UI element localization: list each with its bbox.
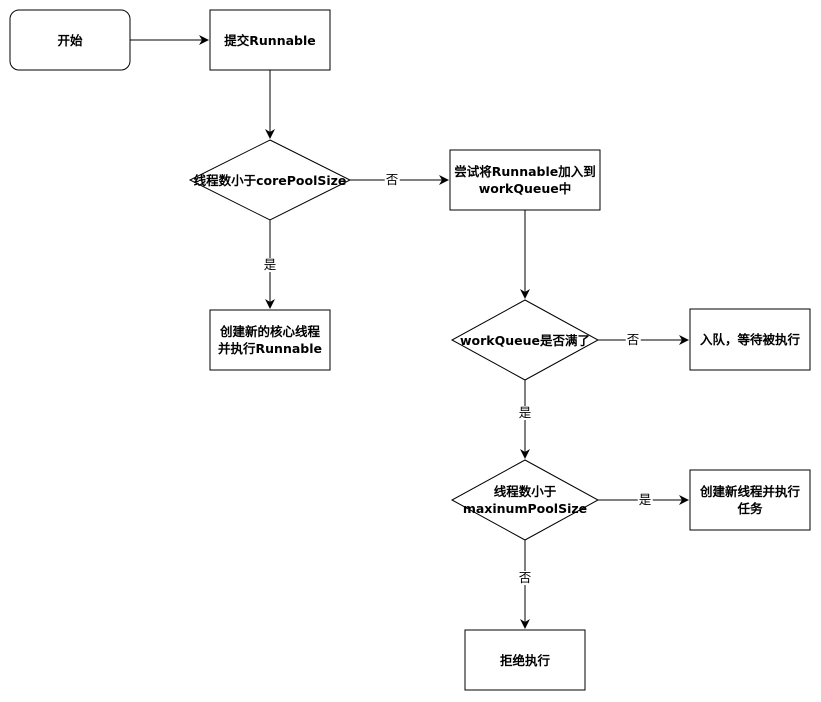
wait-node: 入队，等待被执行 bbox=[699, 332, 800, 347]
edge-label-full-no: 否 bbox=[625, 332, 641, 347]
submit-node-shape bbox=[209, 9, 331, 71]
create-thread-node-shape bbox=[689, 469, 811, 531]
edge-label-core-yes: 是 bbox=[262, 257, 278, 272]
queue-full-decision: workQueue是否满了 bbox=[460, 332, 590, 348]
check-max-decision: 线程数小于 maxinumPoolSize bbox=[462, 484, 588, 516]
reject-node: 拒绝执行 bbox=[499, 652, 550, 668]
check-core-decision: 线程数小于corePoolSize bbox=[193, 172, 347, 188]
start-node: 开始 bbox=[57, 32, 83, 48]
reject-node-shape bbox=[464, 629, 586, 691]
submit-node: 提交Runnable bbox=[224, 32, 316, 48]
edge-label-full-yes: 是 bbox=[517, 405, 533, 420]
wait-node-shape bbox=[689, 308, 811, 371]
edge-label-core-no: 否 bbox=[384, 172, 400, 187]
enqueue-node: 尝试将Runnable加入到 workQueue中 bbox=[454, 164, 596, 196]
create-core-node: 创建新的核心线程 并执行Runnable bbox=[218, 324, 322, 356]
edge-label-max-no: 否 bbox=[517, 570, 533, 585]
enqueue-node-shape bbox=[449, 149, 601, 211]
create-core-node-shape bbox=[209, 309, 331, 371]
edge-label-max-yes: 是 bbox=[637, 492, 653, 507]
create-thread-node: 创建新线程并执行 任务 bbox=[699, 484, 800, 516]
